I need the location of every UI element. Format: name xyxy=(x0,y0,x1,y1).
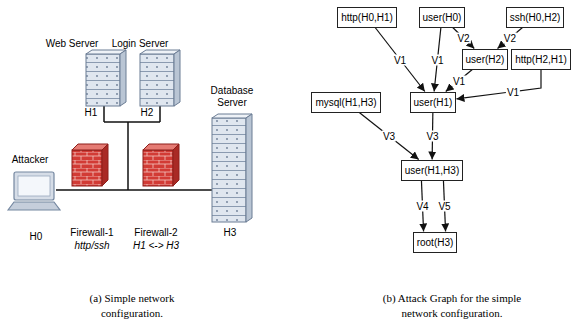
attack-graph-node: root(H3) xyxy=(413,232,458,253)
server-symbol xyxy=(140,50,180,106)
vulnerability-label: V4 xyxy=(415,201,429,212)
attack-edge xyxy=(497,28,522,49)
vulnerability-label: V3 xyxy=(425,131,439,142)
node-text: ssh(H0,H2) xyxy=(510,10,561,25)
figure-label: http/ssh xyxy=(74,240,109,252)
vulnerability-label: V3 xyxy=(382,131,396,142)
figure-label: H1 <-> H3 xyxy=(133,240,179,252)
node-text: root(H3) xyxy=(417,235,454,250)
node-text: mysql(H1,H3) xyxy=(315,95,376,110)
figure-label: H1 xyxy=(85,107,98,119)
figure-label: H2 xyxy=(141,107,154,119)
vulnerability-label: V5 xyxy=(437,201,451,212)
node-text: http(H2,H1) xyxy=(515,52,567,67)
vulnerability-label: V1 xyxy=(506,86,520,97)
vulnerability-label: V2 xyxy=(456,33,470,44)
node-text: user(H1,H3) xyxy=(405,163,459,178)
attack-edge xyxy=(453,28,475,49)
node-text: user(H2) xyxy=(466,52,505,67)
vulnerability-label: V1 xyxy=(452,75,466,86)
attack-edge xyxy=(375,28,425,92)
attacker-computer xyxy=(8,172,60,210)
figure-label: Web Server xyxy=(46,38,99,50)
attack-edge xyxy=(359,113,418,160)
figure-label: H3 xyxy=(224,227,237,239)
attack-graph-node: http(H2,H1) xyxy=(511,49,571,70)
figure-label: Firewall-2 xyxy=(134,227,177,239)
attack-edge xyxy=(446,70,473,92)
network-wires xyxy=(56,106,212,190)
figure-label: Login Server xyxy=(112,38,169,50)
attack-graph-node: mysql(H1,H3) xyxy=(311,92,380,113)
attack-graph-node: user(H1,H3) xyxy=(401,160,463,181)
database-server-symbol xyxy=(212,114,252,222)
node-text: user(H0) xyxy=(423,10,462,25)
node-text: user(H1) xyxy=(414,95,453,110)
vulnerability-label: V2 xyxy=(503,33,517,44)
attack-graph-node: user(H1) xyxy=(410,92,457,113)
attack-graph-node: user(H2) xyxy=(462,49,509,70)
node-text: http(H0,H1) xyxy=(341,10,393,25)
figure-label: H0 xyxy=(30,231,43,243)
vulnerability-label: V1 xyxy=(430,54,444,65)
attack-graph-node: user(H0) xyxy=(419,7,466,28)
server-symbol xyxy=(86,50,126,106)
vulnerability-label: V1 xyxy=(393,54,407,65)
firewall-symbol xyxy=(143,144,179,186)
figure-label: Firewall-1 xyxy=(70,227,113,239)
figure-label: Database Server xyxy=(205,85,260,109)
figure-label: Attacker xyxy=(12,154,49,166)
sub-caption: (a) Simple network configuration. xyxy=(72,291,192,321)
firewall-symbol xyxy=(72,144,108,186)
attack-graph-node: ssh(H0,H2) xyxy=(506,7,565,28)
attack-graph-node: http(H0,H1) xyxy=(337,7,397,28)
attack-edge xyxy=(456,70,541,99)
sub-caption: (b) Attack Graph for the simple network … xyxy=(382,291,522,321)
